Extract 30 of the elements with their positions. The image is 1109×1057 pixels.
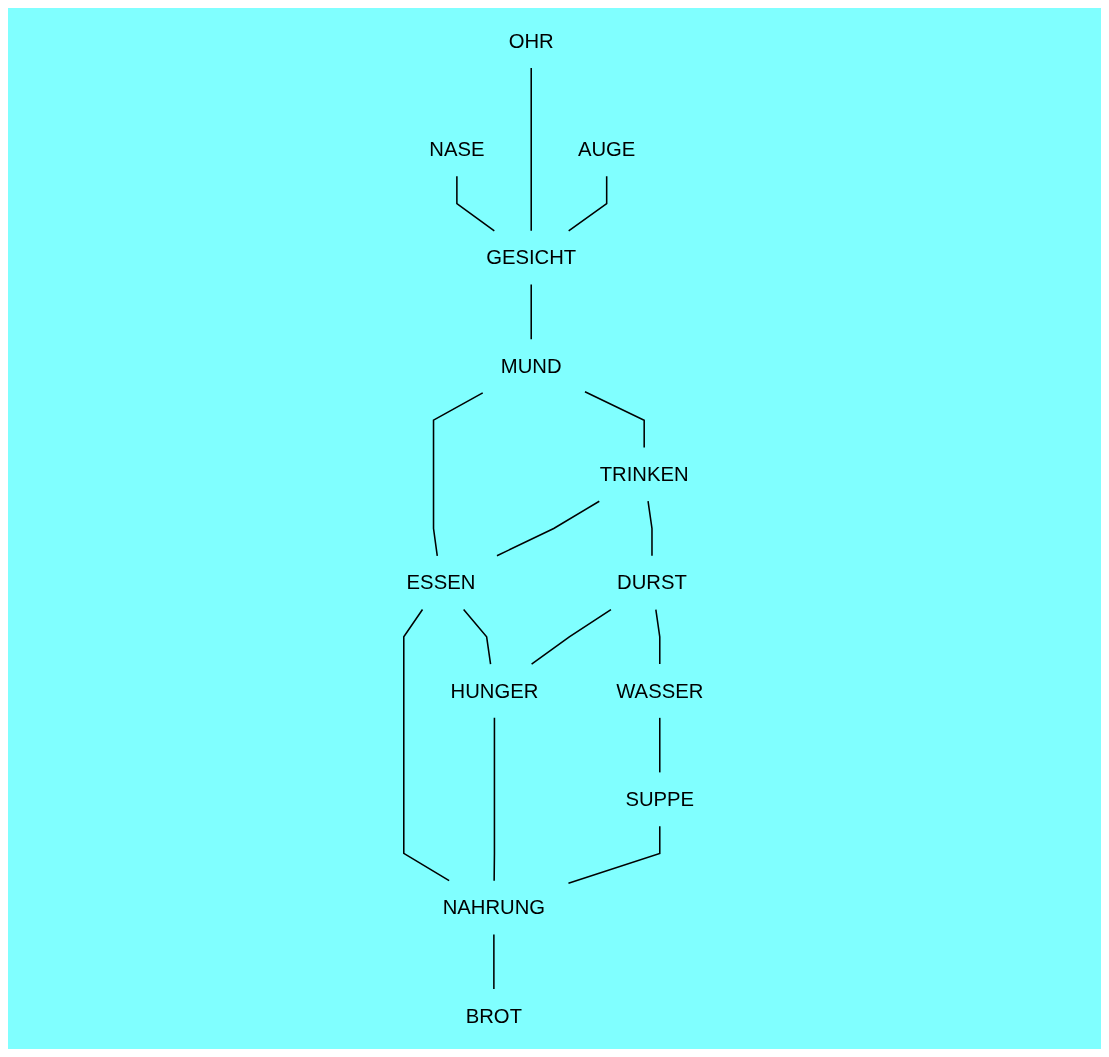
connector: [658, 717, 661, 774]
connector: [530, 608, 612, 665]
node-text: NASE: [428, 137, 485, 161]
connector: [567, 175, 607, 232]
connector: [432, 392, 484, 557]
node-text: DURST: [616, 570, 687, 594]
connector: [530, 67, 532, 232]
node-text: OHR: [508, 29, 554, 53]
connector: [583, 391, 645, 449]
connector: [654, 608, 661, 665]
connector: [402, 608, 450, 882]
node-text: TRINKEN: [599, 462, 689, 486]
connector: [495, 500, 600, 557]
connector: [492, 717, 495, 882]
node-text: NAHRUNG: [442, 895, 545, 919]
connector: [492, 933, 495, 990]
node-text: HUNGER: [450, 678, 538, 703]
diagram-background: OHR NASE AUGE GESICHT MUND TRINKEN ESSEN DURST HUNGER WASSER NAHRUNG SUPPE BROT: [8, 8, 1101, 1049]
node-text: SUPPE: [624, 787, 694, 811]
connector: [455, 175, 495, 232]
connector: [646, 500, 653, 557]
connector: [462, 608, 491, 665]
node-text: MUND: [500, 353, 562, 378]
node-text: BROT: [465, 1003, 522, 1028]
connector: [530, 283, 532, 340]
node-text: AUGE: [577, 137, 635, 161]
node-text: ESSEN: [406, 570, 475, 594]
node-text: GESICHT: [485, 245, 576, 270]
node-text: WASSER: [615, 678, 703, 703]
connector: [567, 825, 661, 884]
